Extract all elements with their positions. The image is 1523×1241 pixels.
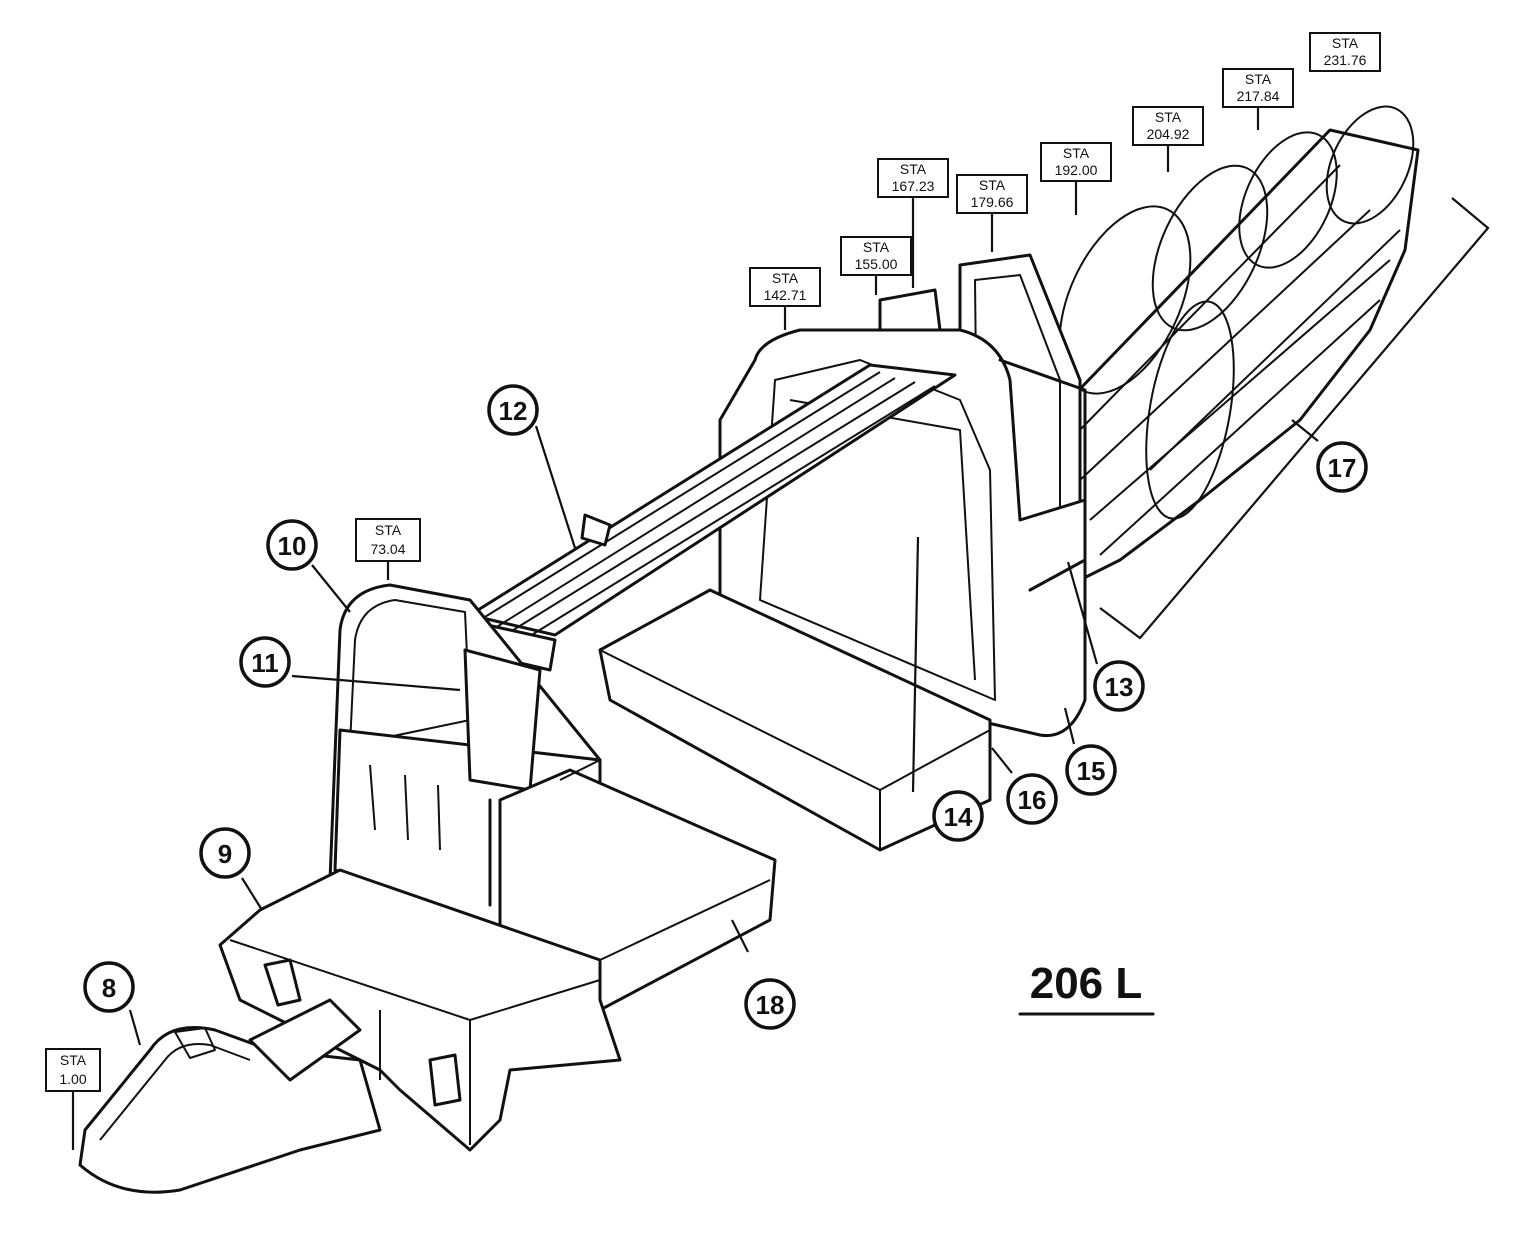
station-value: 231.76 <box>1324 52 1367 68</box>
station-prefix: STA <box>1155 109 1182 125</box>
callout-12: 12 <box>487 384 539 436</box>
station-label-sta-155: STA 155.00 <box>840 236 912 276</box>
station-label-sta-231: STA 231.76 <box>1309 32 1381 72</box>
station-prefix: STA <box>772 270 799 286</box>
svg-text:14: 14 <box>944 802 973 832</box>
station-value: 217.84 <box>1237 88 1280 104</box>
station-value: 155.00 <box>855 256 898 272</box>
svg-text:13: 13 <box>1105 672 1134 702</box>
station-prefix: STA <box>979 177 1006 193</box>
tailcone-structure <box>1048 105 1420 582</box>
station-prefix: STA <box>1245 71 1272 87</box>
station-label-sta-142: STA 142.71 <box>749 267 821 307</box>
station-prefix: STA <box>375 522 402 538</box>
roof-beam <box>463 363 957 672</box>
callout-18: 18 <box>744 978 796 1030</box>
station-value: 192.00 <box>1055 162 1098 178</box>
station-value: 142.71 <box>764 287 807 303</box>
model-label: 206 L <box>1030 959 1143 1008</box>
svg-text:17: 17 <box>1328 453 1357 483</box>
svg-text:12: 12 <box>499 396 528 426</box>
station-prefix: STA <box>1063 145 1090 161</box>
station-label-sta-217: STA 217.84 <box>1222 68 1294 108</box>
callout-9: 9 <box>199 827 251 879</box>
svg-text:15: 15 <box>1077 756 1106 786</box>
station-prefix: STA <box>900 161 927 177</box>
station-label-sta-192: STA 192.00 <box>1040 142 1112 182</box>
callout-13: 13 <box>1093 660 1145 712</box>
station-value: 167.23 <box>892 178 935 194</box>
station-prefix: STA <box>863 239 890 255</box>
station-label-sta-1: STA 1.00 <box>45 1048 101 1092</box>
station-label-sta-73: STA 73.04 <box>355 518 421 562</box>
leader-lines <box>71 108 1490 1150</box>
station-label-sta-167: STA 167.23 <box>877 158 949 198</box>
station-value: 1.00 <box>59 1071 86 1087</box>
svg-text:18: 18 <box>756 990 785 1020</box>
station-prefix: STA <box>1332 35 1359 51</box>
callout-11: 11 <box>239 636 291 688</box>
svg-text:16: 16 <box>1018 785 1047 815</box>
station-value: 204.92 <box>1147 126 1190 142</box>
svg-text:8: 8 <box>102 973 116 1003</box>
station-value: 179.66 <box>971 194 1014 210</box>
svg-text:9: 9 <box>218 839 232 869</box>
svg-text:11: 11 <box>251 648 279 678</box>
callout-8: 8 <box>83 961 135 1013</box>
callout-16: 16 <box>1006 773 1058 825</box>
callout-15: 15 <box>1065 744 1117 796</box>
svg-text:10: 10 <box>278 531 307 561</box>
lower-forward-structure <box>78 868 622 1194</box>
station-label-sta-204: STA 204.92 <box>1132 106 1204 146</box>
cabin-floor-panel <box>598 588 992 852</box>
callout-10: 10 <box>266 519 318 571</box>
station-label-sta-179: STA 179.66 <box>956 174 1028 214</box>
station-value: 73.04 <box>370 541 405 557</box>
station-prefix: STA <box>60 1052 87 1068</box>
callout-14: 14 <box>932 790 984 842</box>
callout-17: 17 <box>1316 441 1368 493</box>
